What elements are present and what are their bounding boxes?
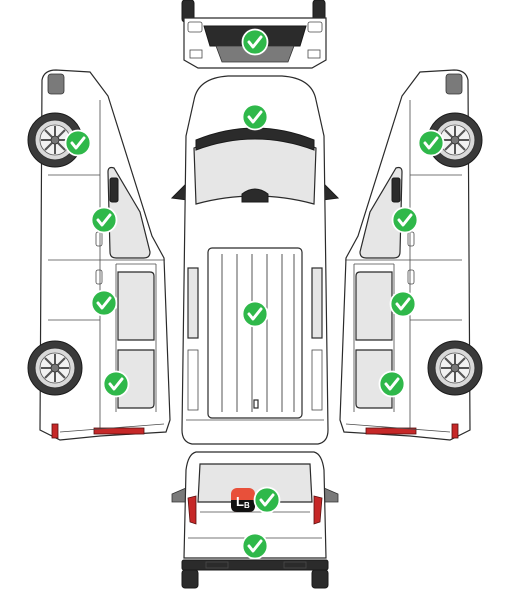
check-icon-rear-bumper [241,532,269,560]
svg-text:L: L [236,494,244,509]
lb-logo: L B [231,488,255,512]
check-icon-right-front-door [391,206,419,234]
check-icon-right-front-wheel [417,129,445,157]
left-side-view [27,69,171,441]
check-icon-left-front-wheel [64,129,92,157]
check-icon-roof-rear [241,300,269,328]
check-icon-front [241,28,269,56]
inspection-checks [64,28,445,560]
top-view [170,75,340,445]
check-icon-left-front-door [90,206,118,234]
right-side-view [339,69,483,441]
check-icon-left-rear [102,370,130,398]
check-icon-right-rear [378,370,406,398]
check-icon-roof-hood [241,103,269,131]
check-icon-right-slide-door [389,290,417,318]
check-icon-left-slide-door [90,289,118,317]
check-icon-rear-window [253,486,281,514]
svg-text:B: B [244,501,250,510]
rear-view [171,451,339,589]
